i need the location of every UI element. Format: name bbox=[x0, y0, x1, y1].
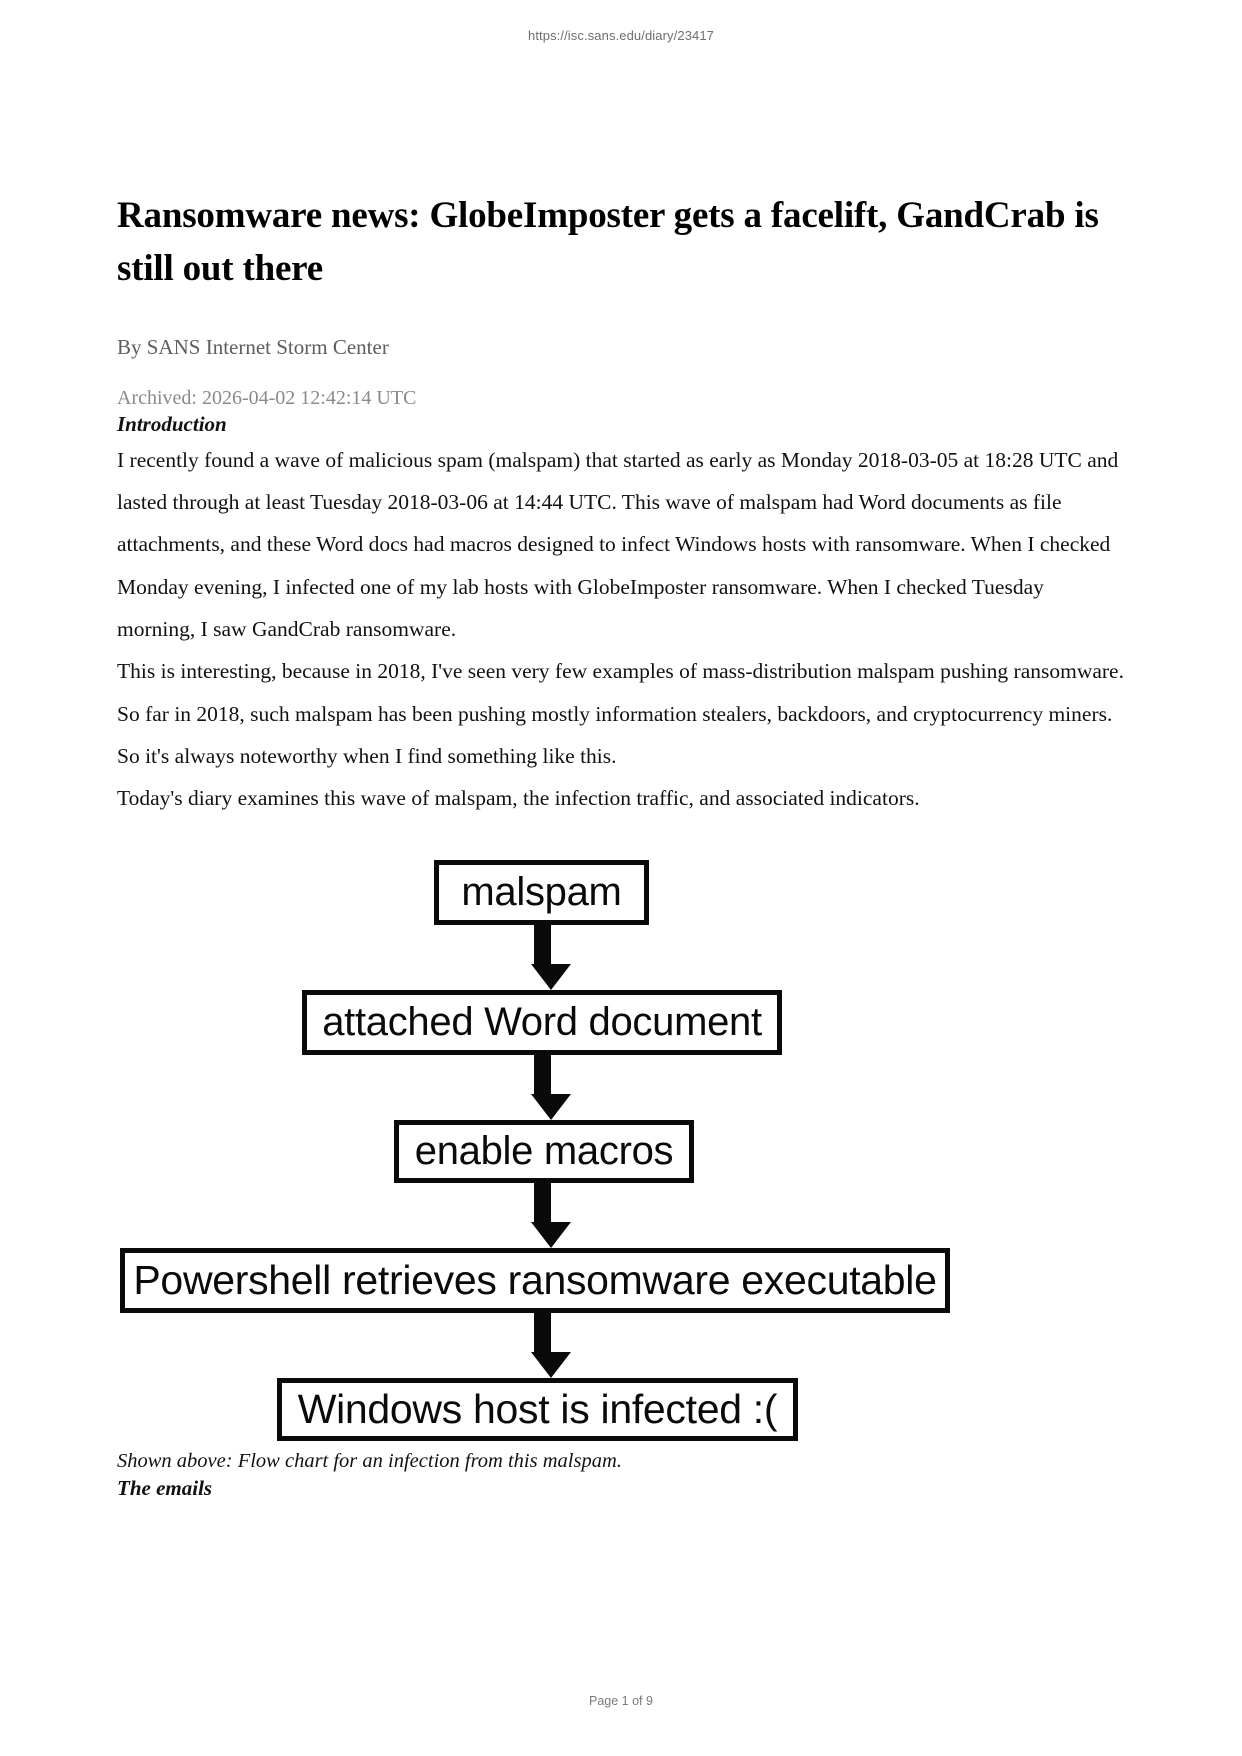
page-title: Ransomware news: GlobeImposter gets a fa… bbox=[117, 195, 1099, 289]
body-paragraph-2: This is interesting, because in 2018, I'… bbox=[117, 659, 1124, 769]
flow-arrow-3 bbox=[531, 1182, 571, 1248]
running-header-url: https://isc.sans.edu/diary/23417 bbox=[527, 28, 715, 43]
page-footer-label: Page 1 of 9 bbox=[589, 1694, 653, 1708]
section-heading-the-emails: The emails bbox=[117, 1476, 213, 1501]
flow-node-enable-macros: enable macros bbox=[394, 1119, 694, 1183]
infection-flow-chart: malspam attached Word document enable ma… bbox=[117, 859, 1125, 1441]
author-byline: By SANS Internet Storm Center bbox=[117, 335, 389, 360]
flow-node-malspam: malspam bbox=[434, 859, 649, 925]
body-paragraph-1: I recently found a wave of malicious spa… bbox=[117, 447, 1119, 642]
section-heading-introduction: Introduction bbox=[117, 412, 227, 437]
flow-arrow-1 bbox=[531, 924, 571, 990]
flow-arrow-2 bbox=[531, 1054, 571, 1120]
flow-node-attached-word-document: attached Word document bbox=[302, 989, 782, 1055]
archived-timestamp: Archived: 2026-04-02 12:42:14 UTC bbox=[117, 387, 417, 410]
flow-node-powershell-retrieves-ransomware-executable: Powershell retrieves ransomware executab… bbox=[120, 1247, 950, 1313]
body-paragraph-3: Today's diary examines this wave of mals… bbox=[117, 786, 920, 811]
flow-arrow-4 bbox=[531, 1312, 571, 1378]
figure-caption-wrap: Shown above: Flow chart for an infection… bbox=[117, 1447, 1125, 1476]
figure-caption: Shown above: Flow chart for an infection… bbox=[117, 1449, 622, 1472]
article-content: Ransomware news: GlobeImposter gets a fa… bbox=[117, 190, 1125, 1503]
flow-node-windows-host-is-infected: Windows host is infected :( bbox=[277, 1377, 798, 1441]
